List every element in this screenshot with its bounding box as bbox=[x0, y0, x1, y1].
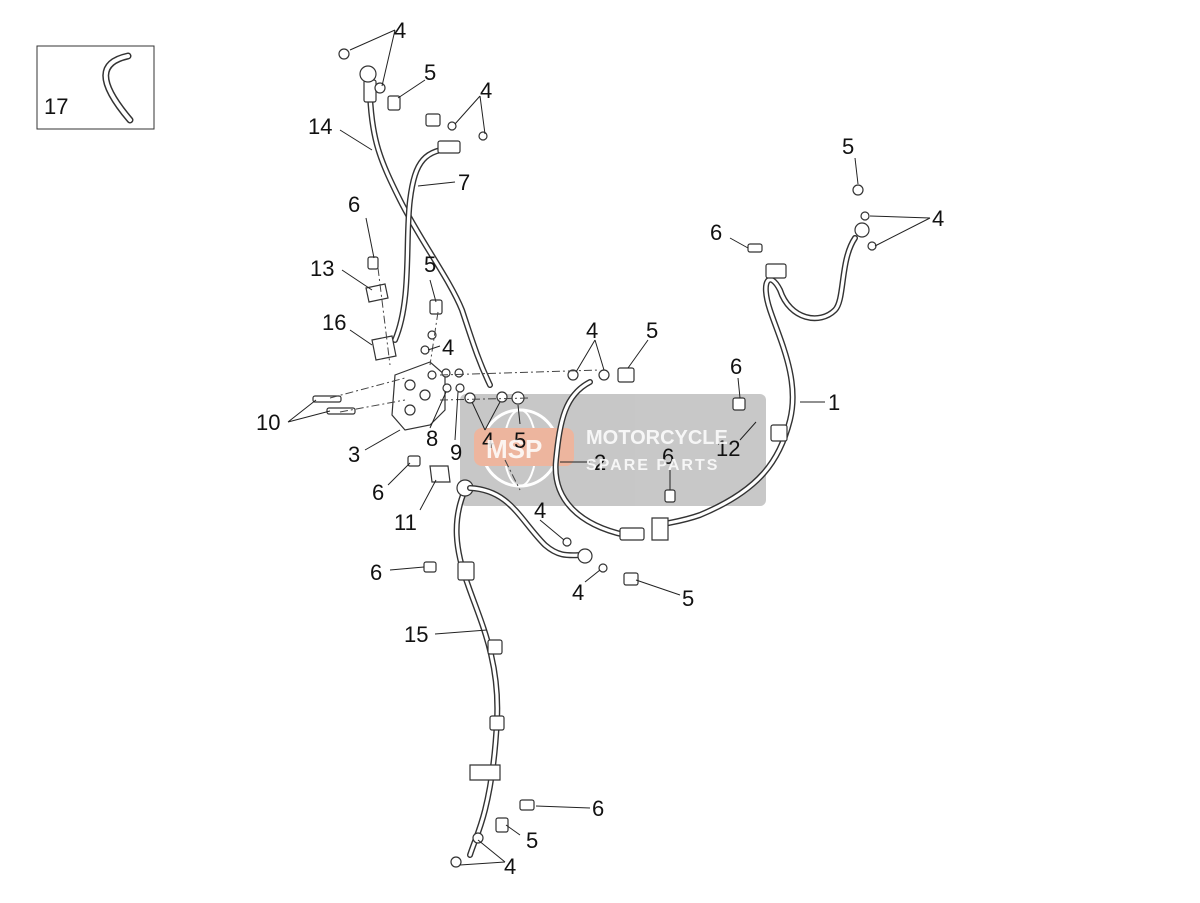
callout: 6 bbox=[370, 560, 382, 585]
callout: 4 bbox=[534, 498, 546, 523]
callout: 7 bbox=[458, 170, 470, 195]
callout: 13 bbox=[310, 256, 334, 281]
callout: 5 bbox=[424, 60, 436, 85]
assembly-lines bbox=[329, 267, 601, 491]
callout: 6 bbox=[710, 220, 722, 245]
hose-14 bbox=[359, 65, 493, 388]
callout: 3 bbox=[348, 442, 360, 467]
fittings bbox=[312, 48, 877, 868]
inset-part-17 bbox=[36, 45, 155, 130]
callout: 6 bbox=[348, 192, 360, 217]
callout: 14 bbox=[308, 114, 332, 139]
hose-lower-branch bbox=[467, 485, 593, 564]
callout: 4 bbox=[442, 335, 454, 360]
callout: 11 bbox=[394, 510, 417, 535]
watermark-logo: MSP bbox=[486, 434, 542, 464]
callout: 15 bbox=[404, 622, 428, 647]
callout: 4 bbox=[504, 854, 516, 879]
hose-1 bbox=[651, 222, 870, 541]
callout: 5 bbox=[526, 828, 538, 853]
callout: 6 bbox=[592, 796, 604, 821]
inset-label: 17 bbox=[44, 94, 68, 119]
callout: 4 bbox=[572, 580, 584, 605]
callout: 6 bbox=[372, 480, 384, 505]
callout: 6 bbox=[730, 354, 742, 379]
callout: 5 bbox=[646, 318, 658, 343]
callout: 5 bbox=[514, 428, 526, 453]
callout: 4 bbox=[932, 206, 944, 231]
callout: 6 bbox=[662, 444, 674, 469]
callout: 5 bbox=[424, 252, 436, 277]
callout-labels: 17 4 5 4 14 7 6 13 5 16 4 10 3 8 9 4 5 4… bbox=[44, 18, 944, 879]
callout: 9 bbox=[450, 440, 462, 465]
watermark-line2: SPARE PARTS bbox=[586, 457, 719, 474]
callout: 10 bbox=[256, 410, 280, 435]
hose-2 bbox=[552, 379, 645, 541]
distributor-block-3 bbox=[391, 361, 446, 431]
callout: 5 bbox=[682, 586, 694, 611]
callout: 16 bbox=[322, 310, 346, 335]
callout: 12 bbox=[716, 436, 740, 461]
callout: 5 bbox=[842, 134, 854, 159]
watermark bbox=[460, 394, 766, 506]
hose-15 bbox=[453, 479, 505, 858]
callout: 4 bbox=[394, 18, 406, 43]
leader-lines bbox=[287, 29, 931, 866]
callout: 1 bbox=[828, 390, 840, 415]
callout: 4 bbox=[480, 78, 492, 103]
hose-7 bbox=[371, 140, 461, 361]
callout: 4 bbox=[482, 428, 494, 453]
callout: 2 bbox=[594, 450, 606, 475]
callout: 4 bbox=[586, 318, 598, 343]
watermark-line1: MOTORCYCLE bbox=[586, 427, 728, 449]
watermark-text: MSP MOTORCYCLE SPARE PARTS bbox=[486, 427, 728, 474]
callout: 8 bbox=[426, 426, 438, 451]
